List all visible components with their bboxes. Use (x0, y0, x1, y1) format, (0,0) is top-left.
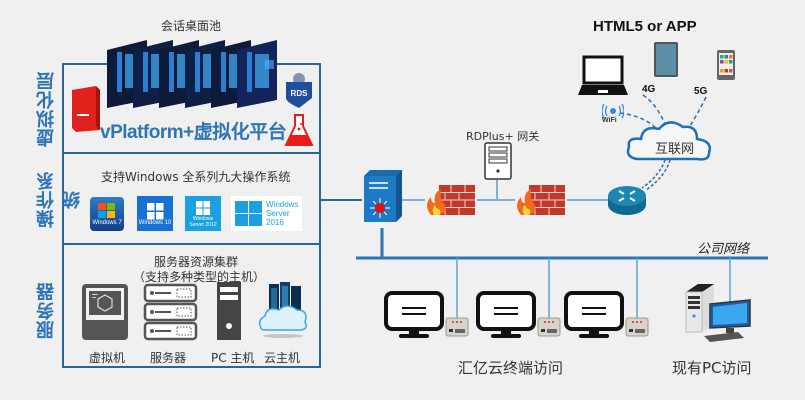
gateway-label: RDPlus+ 网关 (466, 130, 540, 143)
rds-badge-icon: RDS (286, 73, 312, 108)
thin-client-monitor-icon[interactable] (475, 290, 537, 340)
windows7-label: Windows 7 (92, 220, 122, 226)
rdplus-product-box-icon (72, 86, 100, 132)
desktop-screen-icon (237, 40, 277, 108)
thin-client-box-icon[interactable] (625, 317, 649, 337)
windows-server-2012-logo: Windows Server 2012 (185, 196, 221, 231)
internet-cloud-icon (626, 121, 711, 161)
session-desktop-pool (107, 40, 277, 108)
5g-label: 5G (694, 86, 708, 97)
windows-flag-icon (98, 203, 115, 218)
windows-server-2016-logo: Windows Server 2016 (231, 196, 302, 231)
pc-access-caption: 现有PC访问 (672, 359, 752, 377)
cloud-host-icon (258, 282, 307, 338)
rds-badge-text: RDS (291, 89, 309, 98)
wifi-label: WiFi (602, 117, 617, 124)
server-caption-line1: 服务器资源集群 (154, 255, 239, 269)
os-caption: 支持Windows 全系列九大操作系统 (101, 170, 291, 184)
thin-client-caption: 汇亿云终端访问 (458, 359, 564, 377)
session-pool-caption: 会话桌面池 (161, 19, 222, 33)
laptop-icon[interactable] (578, 55, 628, 97)
windows10-label: Windows 10 (138, 219, 172, 226)
gateway-server-icon[interactable] (483, 141, 513, 181)
tablet-icon[interactable] (653, 41, 679, 79)
pc-tower-icon (217, 282, 241, 340)
thin-client-monitor-icon[interactable] (563, 290, 625, 340)
host-label-pc: PC 主机 (211, 351, 255, 365)
windows7-logo: Windows 7 (90, 197, 124, 231)
windows-server-2012-label: Windows Server 2012 (189, 215, 217, 228)
windows10-logo: Windows 10 (137, 196, 173, 231)
layer-divider (62, 243, 321, 245)
internet-label: 互联网 (655, 142, 695, 157)
core-switch-icon[interactable] (360, 170, 404, 228)
firewall-icon[interactable] (515, 183, 567, 217)
smartphone-icon[interactable] (716, 49, 736, 81)
clients-title: HTML5 or APP (593, 18, 697, 35)
wifi-icon (602, 104, 624, 118)
internet-router-link (645, 159, 671, 191)
internet-router-link (641, 159, 666, 189)
firewall-icon[interactable] (425, 183, 477, 217)
thin-client-monitor-icon[interactable] (383, 290, 445, 340)
4g-label: 4G (642, 84, 656, 95)
server-caption-line2: （支持多种类型的主机） (133, 270, 266, 284)
platform-title: vPlatform+虚拟化平台 (100, 122, 287, 143)
windows-flag-icon (147, 202, 164, 219)
ws2016-line2: Server (266, 209, 290, 218)
router-icon[interactable] (606, 183, 648, 217)
host-label-cloud: 云主机 (264, 351, 301, 365)
windows-flag-icon (196, 200, 210, 215)
thin-client-box-icon[interactable] (537, 317, 561, 337)
virtual-machine-icon (82, 284, 128, 340)
thin-client-box-icon[interactable] (445, 317, 469, 337)
windows-flag-icon (235, 200, 262, 226)
host-label-virtual-machine: 虚拟机 (89, 351, 126, 365)
desktop-pc-icon[interactable] (680, 282, 760, 344)
ws2016-line3: 2016 (266, 218, 284, 227)
ws2016-line1: Windows (266, 200, 299, 209)
company-network-label: 公司网络 (697, 242, 750, 257)
layer-divider (62, 152, 321, 154)
flask-icon (284, 114, 314, 146)
server-rack-icon (143, 283, 198, 341)
host-label-server: 服务器 (150, 351, 187, 365)
